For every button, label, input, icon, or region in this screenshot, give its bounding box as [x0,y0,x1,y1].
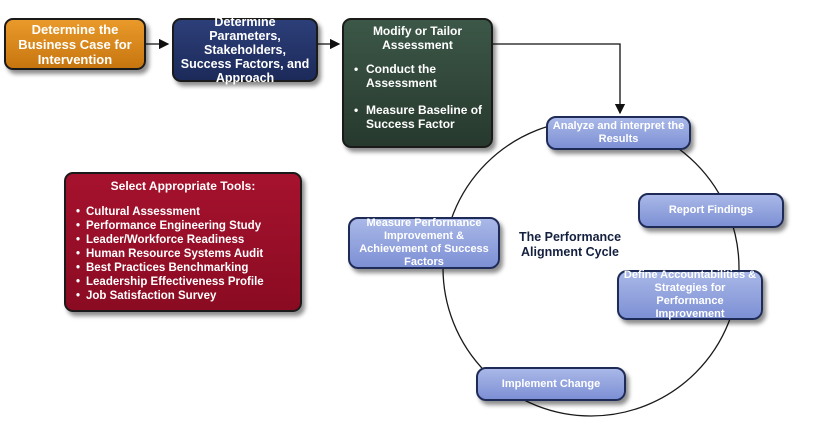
assessment-title: Modify or Tailor Assessment [372,24,463,52]
implement-change-box: Implement Change [476,367,626,401]
business-case-label: Determine the Business Case for Interven… [18,21,132,67]
tools-title: Select Appropriate Tools: [110,179,256,193]
parameters-label: Determine Parameters, Stakeholders, Succ… [180,15,310,85]
define-accountabilities-label: Define Accountabilities & Strategies for… [623,269,757,320]
tool-item: Cultural Assessment [76,205,290,219]
analyze-results-box: Analyze and interpret the Results [546,116,691,150]
tool-item: Leader/Workforce Readiness [76,233,290,247]
assessment-bullet-baseline: Measure Baseline of Success Factor [352,103,483,131]
measure-performance-box: Measure Performance Improvement & Achiev… [348,217,500,269]
tool-item: Human Resource Systems Audit [76,247,290,261]
assessment-bullets: Conduct the Assessment Measure Baseline … [352,62,483,131]
tools-list: Cultural Assessment Performance Engineer… [76,205,290,303]
report-findings-label: Report Findings [668,204,754,216]
arrow-assessment-to-analyze [493,43,626,115]
assessment-box: Modify or Tailor Assessment Conduct the … [342,18,493,148]
define-accountabilities-box: Define Accountabilities & Strategies for… [617,269,763,320]
analyze-results-label: Analyze and interpret the Results [552,120,685,145]
tool-item: Leadership Effectiveness Profile [76,275,290,289]
parameters-box: Determine Parameters, Stakeholders, Succ… [172,15,318,85]
tool-item: Job Satisfaction Survey [76,289,290,303]
tool-item: Performance Engineering Study [76,219,290,233]
implement-change-label: Implement Change [501,377,601,390]
tools-box: Select Appropriate Tools: Cultural Asses… [64,172,302,312]
measure-performance-label: Measure Performance Improvement & Achiev… [359,217,489,268]
cycle-title: The Performance Alignment Cycle [518,230,622,259]
report-findings-box: Report Findings [638,193,784,228]
business-case-box: Determine the Business Case for Interven… [4,18,146,70]
assessment-bullet-conduct: Conduct the Assessment [352,62,483,90]
tool-item: Best Practices Benchmarking [76,261,290,275]
